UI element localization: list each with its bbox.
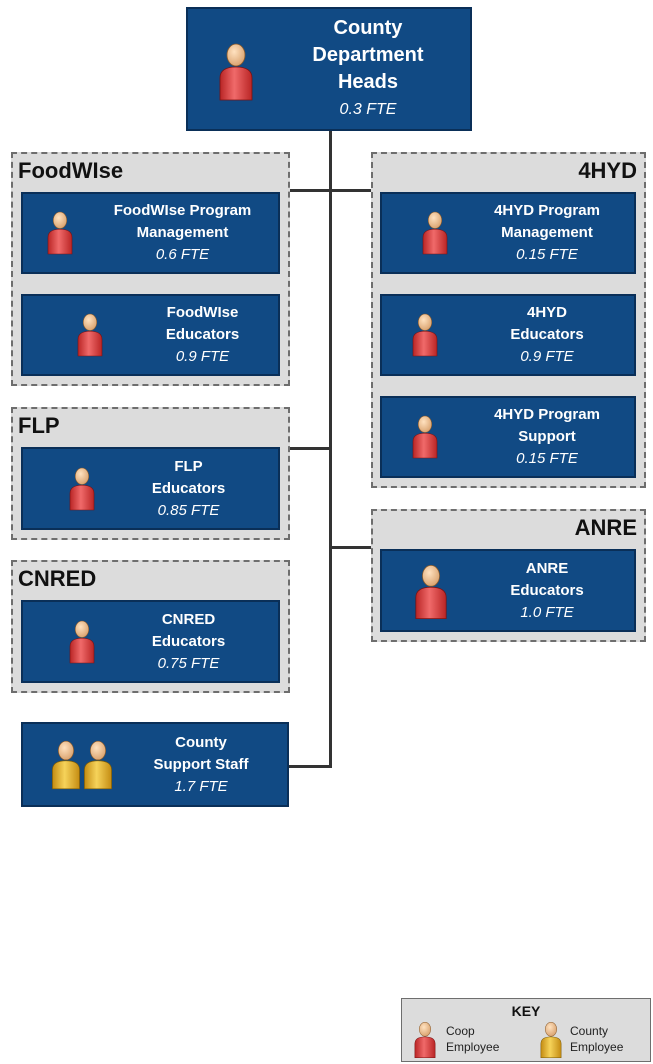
foodwise-educators-card[interactable]: FoodWIse Educators 0.9 FTE [21, 294, 280, 376]
coop-employee-icon [410, 306, 440, 364]
flp-connector [289, 447, 332, 450]
coop-employee-icon [67, 612, 97, 672]
4hyd-educators-card[interactable]: 4HYD Educators 0.9 FTE [380, 294, 636, 376]
key-county-line-1: County [570, 1024, 609, 1038]
card-line-1: 4HYD Program [494, 202, 600, 219]
key-title: KEY [511, 1003, 541, 1019]
county-support-staff-card[interactable]: County Support Staff 1.7 FTE [21, 722, 289, 807]
4hyd-program-support-card[interactable]: 4HYD Program Support 0.15 FTE [380, 396, 636, 478]
county-employee-icon [49, 734, 83, 796]
card-fte: 0.6 FTE [155, 246, 210, 263]
key-county-line-2: Employee [570, 1040, 624, 1054]
card-fte: 0.9 FTE [175, 348, 230, 365]
flp-educators-card[interactable]: FLP Educators 0.85 FTE [21, 447, 280, 530]
foodwise-program-management-card[interactable]: FoodWIse Program Management 0.6 FTE [21, 192, 280, 274]
group-flp-title: FLP [18, 413, 60, 438]
legend-key: KEY Coop Employee County Employee [401, 998, 651, 1062]
card-line-2: Support Staff [153, 755, 249, 773]
card-line-1: FoodWIse Program [113, 202, 252, 219]
key-coop-line-1: Coop [446, 1024, 475, 1038]
card-fte: 0.9 FTE [520, 348, 574, 365]
card-line-1: ANRE [525, 559, 569, 577]
head-fte: 0.3 FTE [339, 101, 397, 118]
card-fte: 1.7 FTE [174, 777, 228, 795]
coop-employee-icon [412, 561, 450, 623]
card-line-2: Management [136, 224, 229, 241]
county-employee-icon [81, 734, 115, 796]
card-line-1: 4HYD Program [494, 406, 600, 423]
head-line-1: County [333, 17, 403, 39]
foodwise-connector [289, 189, 375, 192]
card-fte: 1.0 FTE [520, 603, 574, 621]
key-county-label: County Employee [570, 1023, 623, 1055]
coop-employee-icon [412, 1021, 438, 1059]
group-foodwise-title: FoodWIse [18, 158, 124, 183]
county-employee-icon [538, 1021, 564, 1059]
anre-educators-card[interactable]: ANRE Educators 1.0 FTE [380, 549, 636, 632]
group-4hyd-title: 4HYD [578, 158, 637, 183]
card-line-1: FoodWIse [166, 304, 239, 321]
card-line-2: Management [501, 224, 593, 241]
coop-employee-icon [410, 408, 440, 466]
group-cnred-title: CNRED [18, 566, 97, 591]
support-connector [287, 765, 332, 768]
group-anre-title: ANRE [574, 515, 637, 540]
4hyd-program-management-card[interactable]: 4HYD Program Management 0.15 FTE [380, 192, 636, 274]
key-coop-label: Coop Employee [446, 1023, 499, 1055]
coop-employee-icon [67, 459, 97, 519]
coop-employee-icon [75, 306, 105, 364]
anre-connector [329, 546, 375, 549]
key-coop-line-2: Employee [446, 1040, 500, 1054]
cnred-educators-card[interactable]: CNRED Educators 0.75 FTE [21, 600, 280, 683]
card-line-1: County [175, 733, 227, 751]
card-fte: 0.75 FTE [157, 654, 220, 672]
card-line-1: 4HYD [526, 304, 567, 321]
card-fte: 0.85 FTE [157, 501, 220, 519]
head-line-2: Department [312, 44, 424, 66]
card-line-2: Educators [151, 632, 226, 650]
county-department-heads-card[interactable]: County Department Heads 0.3 FTE [186, 7, 472, 131]
card-line-2: Educators [165, 326, 240, 343]
card-line-2: Educators [510, 581, 584, 599]
card-line-2: Educators [510, 326, 584, 343]
card-line-2: Support [518, 428, 576, 445]
card-fte: 0.15 FTE [516, 246, 578, 263]
coop-employee-icon [420, 204, 450, 262]
card-line-1: CNRED [161, 610, 216, 628]
head-line-3: Heads [337, 71, 399, 93]
card-line-2: Educators [151, 479, 226, 497]
card-line-1: FLP [174, 457, 203, 475]
card-fte: 0.15 FTE [516, 450, 578, 467]
coop-employee-icon [216, 33, 256, 111]
coop-employee-icon [45, 204, 75, 262]
